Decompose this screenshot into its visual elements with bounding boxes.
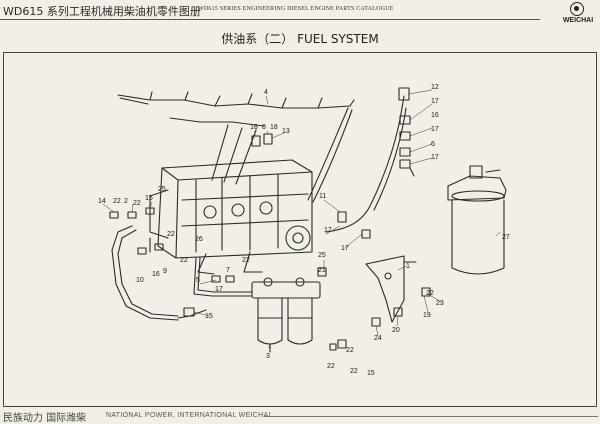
callout-14: 14	[98, 198, 106, 205]
callout-17: 17	[324, 227, 332, 234]
callout-21: 21	[318, 267, 326, 274]
callout-20: 20	[392, 327, 400, 334]
callout-13: 13	[282, 128, 290, 135]
callout-22: 22	[350, 368, 358, 375]
callout-15: 15	[367, 370, 375, 377]
callout-22: 22	[113, 198, 121, 205]
injection-pump	[149, 159, 313, 275]
callout-17: 17	[341, 245, 349, 252]
callout-15: 15	[205, 313, 213, 320]
callout-19: 19	[423, 312, 431, 319]
footer-slogan-en: NATIONAL POWER, INTERNATIONAL WEICHAI	[106, 412, 271, 419]
callout-18: 18	[270, 124, 278, 131]
logo-text: WEICHAI	[562, 17, 594, 24]
small-fittings	[109, 133, 431, 351]
callout-25: 25	[318, 252, 326, 259]
callout-27: 27	[502, 234, 510, 241]
double-fuel-filter	[251, 277, 321, 353]
footer-rule	[264, 416, 598, 417]
callout-4: 4	[264, 89, 268, 96]
footer-slogan-cn: 民族动力 国际潍柴	[3, 413, 87, 424]
callout-22: 22	[133, 200, 141, 207]
callout-2: 2	[124, 198, 128, 205]
callout-22: 22	[242, 257, 250, 264]
callout-11: 11	[319, 193, 326, 200]
callout-22: 22	[426, 290, 434, 297]
callout-22: 22	[180, 257, 188, 264]
callout-22: 22	[346, 347, 354, 354]
callout-7: 7	[226, 267, 230, 274]
weichai-logo: WEICHAI	[558, 2, 598, 26]
callout-1: 1	[406, 263, 410, 270]
callout-6: 6	[431, 141, 435, 148]
callout-23: 23	[436, 300, 444, 307]
callout-17: 17	[431, 126, 439, 133]
catalogue-header: WD615 系列工程机械用柴油机零件图册 WD615 SERIES ENGINE…	[0, 0, 600, 24]
fuel-feed-line	[111, 225, 253, 321]
callout-18: 18	[250, 124, 258, 131]
callout-16: 16	[431, 112, 439, 119]
page-footer: 民族动力 国际潍柴 NATIONAL POWER, INTERNATIONAL …	[0, 408, 600, 424]
catalogue-title-en: WD615 SERIES ENGINEERING DIESEL ENGINE P…	[198, 6, 394, 12]
callout-5: 5	[196, 277, 200, 284]
callout-17: 17	[431, 98, 439, 105]
callout-12: 12	[431, 84, 439, 91]
callout-22: 22	[327, 363, 335, 370]
filter-bracket	[365, 255, 417, 323]
callout-24: 24	[374, 335, 382, 342]
callout-labels: 4 12 17 16 17 6 17 18 8 18 13 14 22 2 22…	[98, 84, 510, 377]
page-title: 供油系（二） FUEL SYSTEM	[221, 32, 379, 46]
pre-filter-27	[447, 165, 507, 275]
callout-10: 10	[136, 277, 144, 284]
callout-16: 16	[152, 271, 160, 278]
callout-8: 8	[262, 124, 266, 131]
catalogue-title-cn: WD615 系列工程机械用柴油机零件图册	[3, 5, 201, 18]
callout-22: 22	[167, 231, 175, 238]
diagram-frame	[3, 52, 597, 407]
callout-17: 17	[431, 154, 439, 161]
callout-3: 3	[266, 353, 270, 360]
header-rule	[0, 19, 540, 20]
callout-26: 26	[195, 236, 203, 243]
callout-9: 9	[163, 268, 167, 275]
callout-15: 15	[145, 195, 153, 202]
callout-25: 25	[158, 186, 166, 193]
return-line	[211, 95, 407, 233]
weichai-logo-icon	[570, 2, 584, 16]
fittings-column	[398, 87, 415, 177]
leader-lines	[102, 89, 501, 349]
callout-17: 17	[215, 286, 223, 293]
injector-pipes	[117, 91, 355, 127]
